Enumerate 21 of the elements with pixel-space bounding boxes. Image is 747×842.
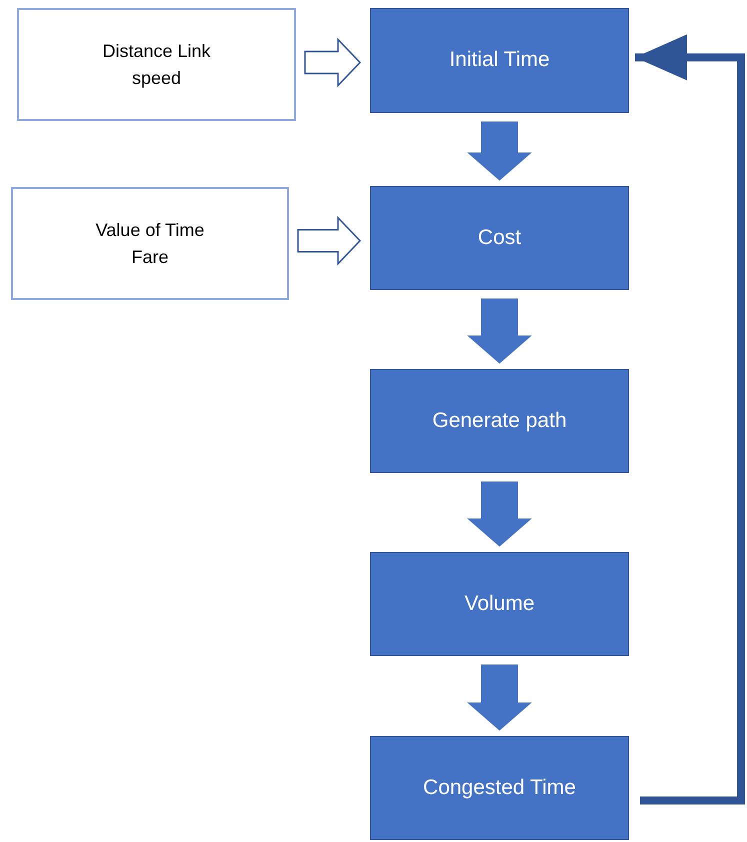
box-label: Congested Time bbox=[423, 774, 576, 801]
box-label: Distance Link speed bbox=[102, 40, 212, 90]
feedback-arrow bbox=[635, 34, 745, 804]
process-box bbox=[370, 552, 629, 656]
input-box bbox=[17, 8, 296, 121]
block-arrow bbox=[297, 216, 362, 266]
box-label: Volume bbox=[464, 590, 535, 617]
block-arrow bbox=[467, 664, 532, 731]
box-label: Cost bbox=[478, 224, 522, 251]
input-box bbox=[11, 187, 289, 300]
block-arrow bbox=[467, 482, 532, 547]
box-label: Generate path bbox=[432, 408, 567, 434]
box-label: Initial Time bbox=[449, 47, 550, 74]
block-arrow bbox=[467, 298, 532, 364]
process-box bbox=[370, 369, 629, 473]
process-box bbox=[370, 186, 629, 290]
box-label: Value of Time Fare bbox=[94, 219, 206, 268]
block-arrow bbox=[304, 38, 362, 88]
block-arrow bbox=[467, 122, 532, 181]
process-box bbox=[370, 736, 629, 840]
process-box bbox=[370, 8, 629, 113]
